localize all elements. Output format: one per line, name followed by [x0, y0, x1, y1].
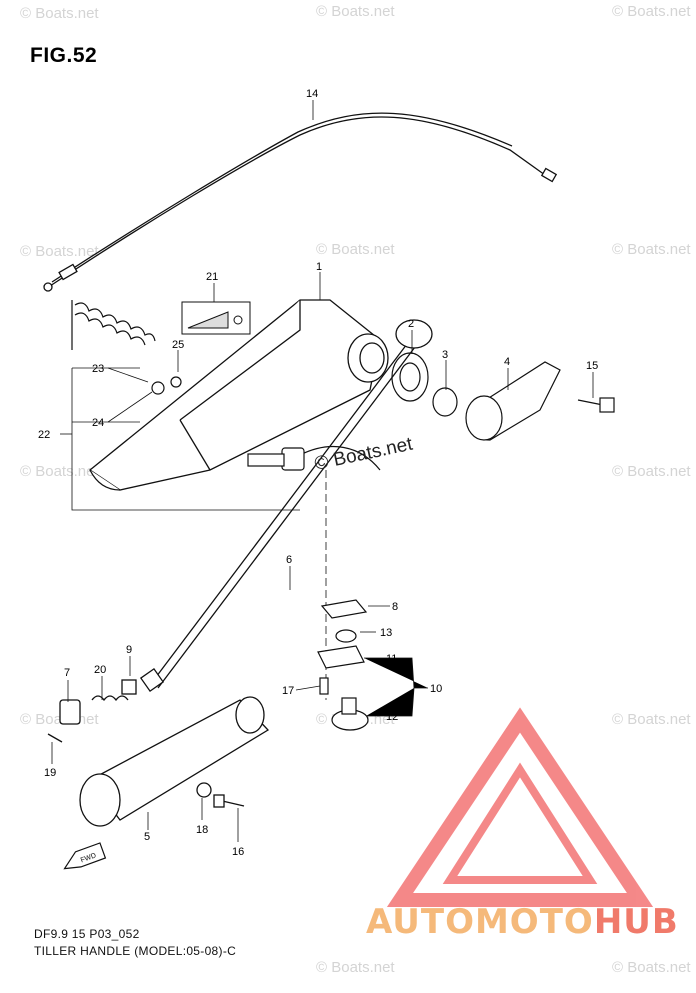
pin-19	[47, 733, 63, 743]
callout-12: 12	[386, 711, 398, 723]
screw-17	[319, 677, 329, 695]
center-watermark: © Boats.net	[313, 434, 415, 475]
callout-15: 15	[586, 360, 598, 372]
callout-3: 3	[442, 349, 448, 361]
brand-logo	[386, 707, 654, 907]
callout-21: 21	[206, 271, 218, 283]
watermark: © Boats.net	[20, 243, 99, 260]
fwd-arrow-icon: FWD	[63, 842, 107, 870]
callout-10: 10	[430, 683, 442, 695]
callout-16: 16	[232, 846, 244, 858]
tiller-handle-body	[88, 299, 389, 491]
callout-17: 17	[282, 685, 294, 697]
collar-9	[121, 679, 137, 695]
figure-title: FIG.52	[30, 44, 98, 67]
watermark: © Boats.net	[316, 959, 395, 976]
callout-4: 4	[504, 356, 510, 368]
footer-code: DF9.9 15 P03_052	[34, 927, 140, 941]
footer-caption: TILLER HANDLE (MODEL:05-08)-C	[34, 944, 237, 958]
callout-6: 6	[286, 554, 292, 566]
brand-part-1: AUTOMOTO	[366, 902, 594, 942]
callout-11: 11	[386, 653, 397, 665]
throttle-cable	[43, 100, 558, 292]
callout-2: 2	[408, 318, 414, 330]
callout-labels: 1 2 3 4 5 6 7 8 9 10 11 12 13 14 15 16 1…	[38, 88, 598, 858]
plate-8	[320, 599, 368, 619]
watermark: © Boats.net	[612, 463, 691, 480]
group-bracket-22	[60, 367, 300, 511]
stop-switch	[247, 446, 381, 471]
brand-part-2: HUB	[593, 902, 679, 942]
callouts	[51, 272, 594, 842]
collar-3	[432, 387, 458, 417]
spring-20	[91, 695, 129, 702]
shaft-hardware	[317, 599, 369, 731]
nut-7	[59, 699, 81, 725]
callout-14: 14	[306, 88, 318, 100]
callout-9: 9	[126, 644, 132, 656]
callout-23: 23	[92, 363, 104, 375]
watermark: © Boats.net	[612, 711, 691, 728]
callout-13: 13	[380, 627, 392, 639]
grip-parts	[47, 679, 270, 827]
watermark: © Boats.net	[20, 463, 99, 480]
plate-11	[317, 645, 365, 669]
watermark: © Boats.net	[612, 241, 691, 258]
watermark: © Boats.net	[612, 3, 691, 20]
friction-parts	[391, 352, 615, 441]
decal-21	[181, 283, 251, 335]
callout-20: 20	[94, 664, 106, 676]
watermark: © Boats.net	[316, 3, 395, 20]
throttle-shaft	[139, 319, 433, 693]
callout-1: 1	[316, 261, 322, 273]
callout-22: 22	[38, 429, 50, 441]
callout-18: 18	[196, 824, 208, 836]
callout-8: 8	[392, 601, 398, 613]
brand-wordmark: AUTOMOTOHUB	[366, 902, 679, 942]
watermark: © Boats.net	[316, 241, 395, 258]
callout-19: 19	[44, 767, 56, 779]
callout-25: 25	[172, 339, 184, 351]
callout-24: 24	[92, 417, 104, 429]
callout-7: 7	[64, 667, 70, 679]
washer-18	[196, 782, 212, 798]
washer-13	[335, 629, 357, 643]
watermark: © Boats.net	[20, 5, 99, 22]
watermark: © Boats.net	[612, 959, 691, 976]
callout-5: 5	[144, 831, 150, 843]
stop-lanyard	[71, 300, 182, 395]
